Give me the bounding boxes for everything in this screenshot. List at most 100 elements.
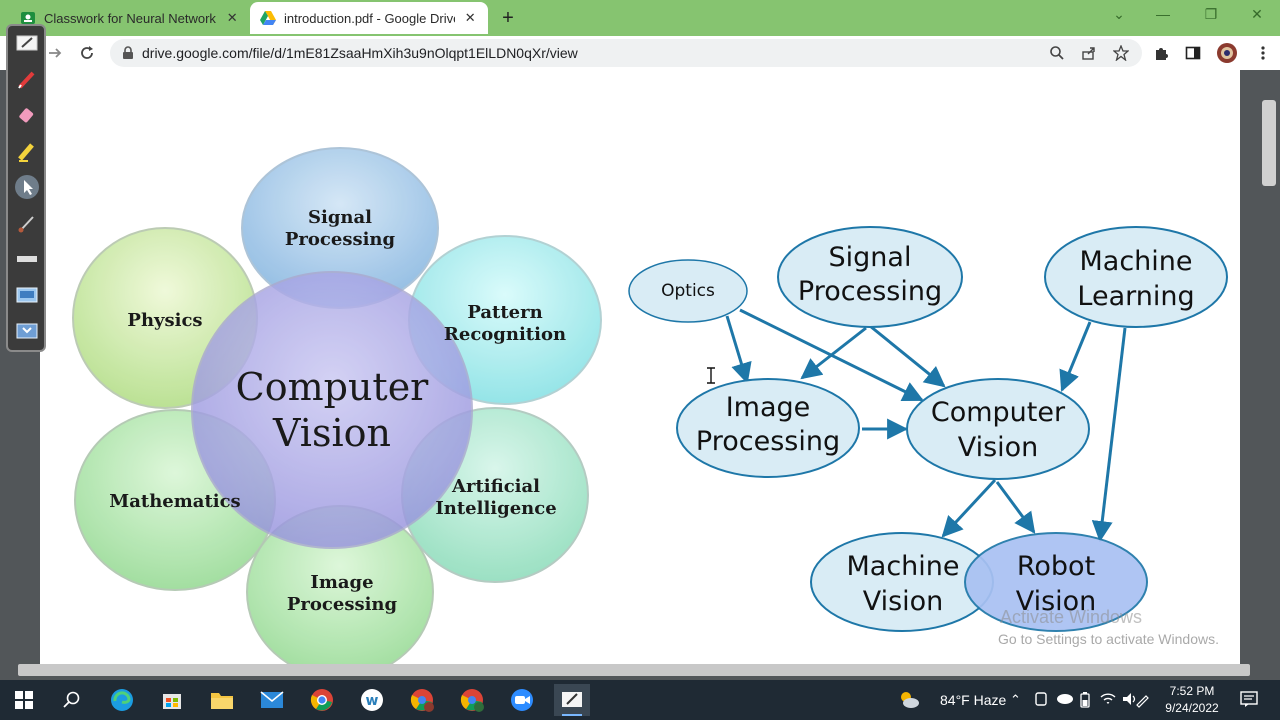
node-signal-processing: Signal Processing bbox=[777, 226, 963, 328]
mathematics-label: Mathematics bbox=[109, 491, 240, 512]
tab-strip: Classwork for Neural Network an ✕ introd… bbox=[0, 0, 1280, 36]
arrow-signal-cv bbox=[869, 324, 946, 388]
chrome-icon[interactable] bbox=[304, 684, 340, 716]
arrow-ml-cv bbox=[1059, 321, 1092, 392]
tab-search-chevron-icon[interactable]: ⌄ bbox=[1113, 6, 1125, 22]
node-optics: Optics bbox=[628, 259, 748, 323]
address-bar[interactable]: drive.google.com/file/d/1mE81ZsaaHmXih3u… bbox=[110, 39, 1142, 67]
store-icon[interactable] bbox=[154, 684, 190, 716]
highlighter-icon[interactable] bbox=[14, 138, 40, 164]
bookmark-star-icon[interactable] bbox=[1112, 44, 1130, 62]
file-explorer-icon[interactable] bbox=[204, 684, 240, 716]
tab-introduction-pdf[interactable]: introduction.pdf - Google Drive ✕ bbox=[250, 2, 488, 34]
center-label-line1: Computer bbox=[236, 365, 430, 409]
search-icon[interactable] bbox=[54, 684, 90, 716]
url-text: drive.google.com/file/d/1mE81ZsaaHmXih3u… bbox=[142, 45, 578, 61]
lock-icon bbox=[122, 46, 134, 65]
image-node-label: Image bbox=[726, 392, 811, 423]
rv-node-label: Vision bbox=[1016, 586, 1097, 617]
browser-toolbar: drive.google.com/file/d/1mE81ZsaaHmXih3u… bbox=[0, 36, 1280, 70]
cv-node-label: Vision bbox=[958, 432, 1039, 463]
slide-diagrams: Computer Vision Signal Processing Patter… bbox=[72, 147, 1228, 664]
cv-node-label: Computer bbox=[931, 397, 1066, 428]
reload-icon[interactable] bbox=[78, 44, 96, 62]
physics-label: Physics bbox=[127, 310, 202, 331]
zoom-icon[interactable] bbox=[1048, 44, 1066, 62]
extensions-icon[interactable] bbox=[1152, 44, 1170, 62]
pointer-cursor-icon[interactable] bbox=[14, 174, 40, 200]
red-pen-icon[interactable] bbox=[14, 66, 40, 92]
brush-icon[interactable] bbox=[14, 210, 40, 236]
network-icon[interactable] bbox=[1100, 692, 1116, 709]
restore-icon[interactable]: ❐ bbox=[1204, 6, 1218, 22]
image-node-label: Processing bbox=[696, 426, 840, 457]
chrome-profile-icon[interactable] bbox=[404, 684, 440, 716]
tab-close-icon[interactable]: ✕ bbox=[226, 10, 238, 25]
clock-date: 9/24/2022 bbox=[1165, 701, 1219, 715]
screen-capture-icon[interactable] bbox=[14, 282, 40, 308]
node-machine-learning: Machine Learning bbox=[1044, 226, 1228, 328]
watermark-title: Activate Windows bbox=[1000, 607, 1143, 627]
tab-title: Classwork for Neural Network an bbox=[44, 10, 217, 26]
mail-icon[interactable] bbox=[254, 684, 290, 716]
onedrive-cloud-icon[interactable] bbox=[1056, 692, 1074, 707]
new-tab-button[interactable]: + bbox=[502, 7, 514, 29]
weather-text[interactable]: 84°F Haze bbox=[940, 692, 1007, 708]
close-window-icon[interactable]: ✕ bbox=[1251, 6, 1263, 22]
share-icon[interactable] bbox=[1080, 44, 1098, 62]
volume-icon[interactable] bbox=[1122, 692, 1138, 709]
zoom-app-icon[interactable] bbox=[504, 684, 540, 716]
mv-node-label: Vision bbox=[863, 586, 944, 617]
battery-icon[interactable] bbox=[1080, 692, 1090, 711]
node-robot-vision bbox=[964, 532, 1148, 632]
menu-dots-icon[interactable] bbox=[1254, 44, 1272, 62]
edge-icon[interactable] bbox=[104, 684, 140, 716]
windows-start-icon[interactable] bbox=[6, 684, 42, 716]
ml-node-label: Learning bbox=[1077, 281, 1194, 312]
arrow-cv-mv bbox=[941, 478, 997, 538]
tab-classwork[interactable]: Classwork for Neural Network an ✕ bbox=[10, 2, 250, 34]
eraser-icon[interactable] bbox=[14, 102, 40, 128]
profile-avatar[interactable] bbox=[1216, 42, 1238, 64]
classroom-icon bbox=[20, 10, 36, 26]
windows-taskbar: w 84°F Haze ⌃ 7:52 PM 9/24/2022 bbox=[0, 680, 1280, 720]
forward-icon[interactable] bbox=[46, 44, 64, 62]
arrow-cv-rv bbox=[995, 481, 1036, 534]
node-image-processing: Image Processing bbox=[676, 378, 860, 478]
horizontal-scrollbar[interactable] bbox=[18, 664, 1250, 676]
pdf-viewer[interactable]: Computer Vision Signal Processing Patter… bbox=[0, 70, 1280, 680]
signal-processing-label: Processing bbox=[285, 229, 396, 250]
tab-close-icon[interactable]: ✕ bbox=[464, 10, 476, 25]
signal-node-label: Signal bbox=[829, 242, 912, 273]
vertical-scrollbar[interactable] bbox=[1262, 100, 1276, 186]
signal-node-label: Processing bbox=[798, 276, 942, 307]
weather-icon[interactable] bbox=[898, 689, 920, 712]
svg-text:w: w bbox=[366, 693, 379, 709]
arrow-signal-image bbox=[800, 326, 867, 380]
line-tool-icon[interactable] bbox=[14, 246, 40, 272]
circle-computer-vision bbox=[191, 271, 473, 549]
artificial-intelligence-label: Artificial bbox=[451, 476, 540, 497]
arrow-optics-image bbox=[725, 315, 752, 385]
minimize-icon[interactable]: — bbox=[1156, 6, 1170, 22]
whiteboard-icon[interactable] bbox=[14, 30, 40, 56]
clock-time: 7:52 PM bbox=[1169, 684, 1215, 698]
side-panel-icon[interactable] bbox=[1184, 44, 1202, 62]
arrow-ml-rv bbox=[1091, 327, 1127, 543]
text-cursor-icon bbox=[707, 367, 715, 384]
signal-processing-label: Signal bbox=[308, 207, 372, 228]
system-clock[interactable]: 7:52 PM 9/24/2022 bbox=[1152, 683, 1232, 717]
pen-icon[interactable] bbox=[1134, 692, 1150, 711]
annotation-app-icon[interactable] bbox=[554, 684, 590, 716]
notifications-icon[interactable] bbox=[1240, 690, 1258, 711]
pattern-recognition-label: Recognition bbox=[444, 324, 566, 345]
show-hidden-icons-chevron[interactable]: ⌃ bbox=[1010, 692, 1021, 707]
screenshot-save-icon[interactable] bbox=[14, 318, 40, 344]
optics-label: Optics bbox=[661, 281, 715, 301]
image-processing-label: Image bbox=[310, 572, 373, 593]
device-icon[interactable] bbox=[1034, 692, 1048, 709]
chrome-profile-2-icon[interactable] bbox=[454, 684, 490, 716]
wordweb-icon[interactable]: w bbox=[354, 684, 390, 716]
artificial-intelligence-label: Intelligence bbox=[435, 498, 556, 519]
ml-node-label: Machine bbox=[1079, 246, 1192, 277]
